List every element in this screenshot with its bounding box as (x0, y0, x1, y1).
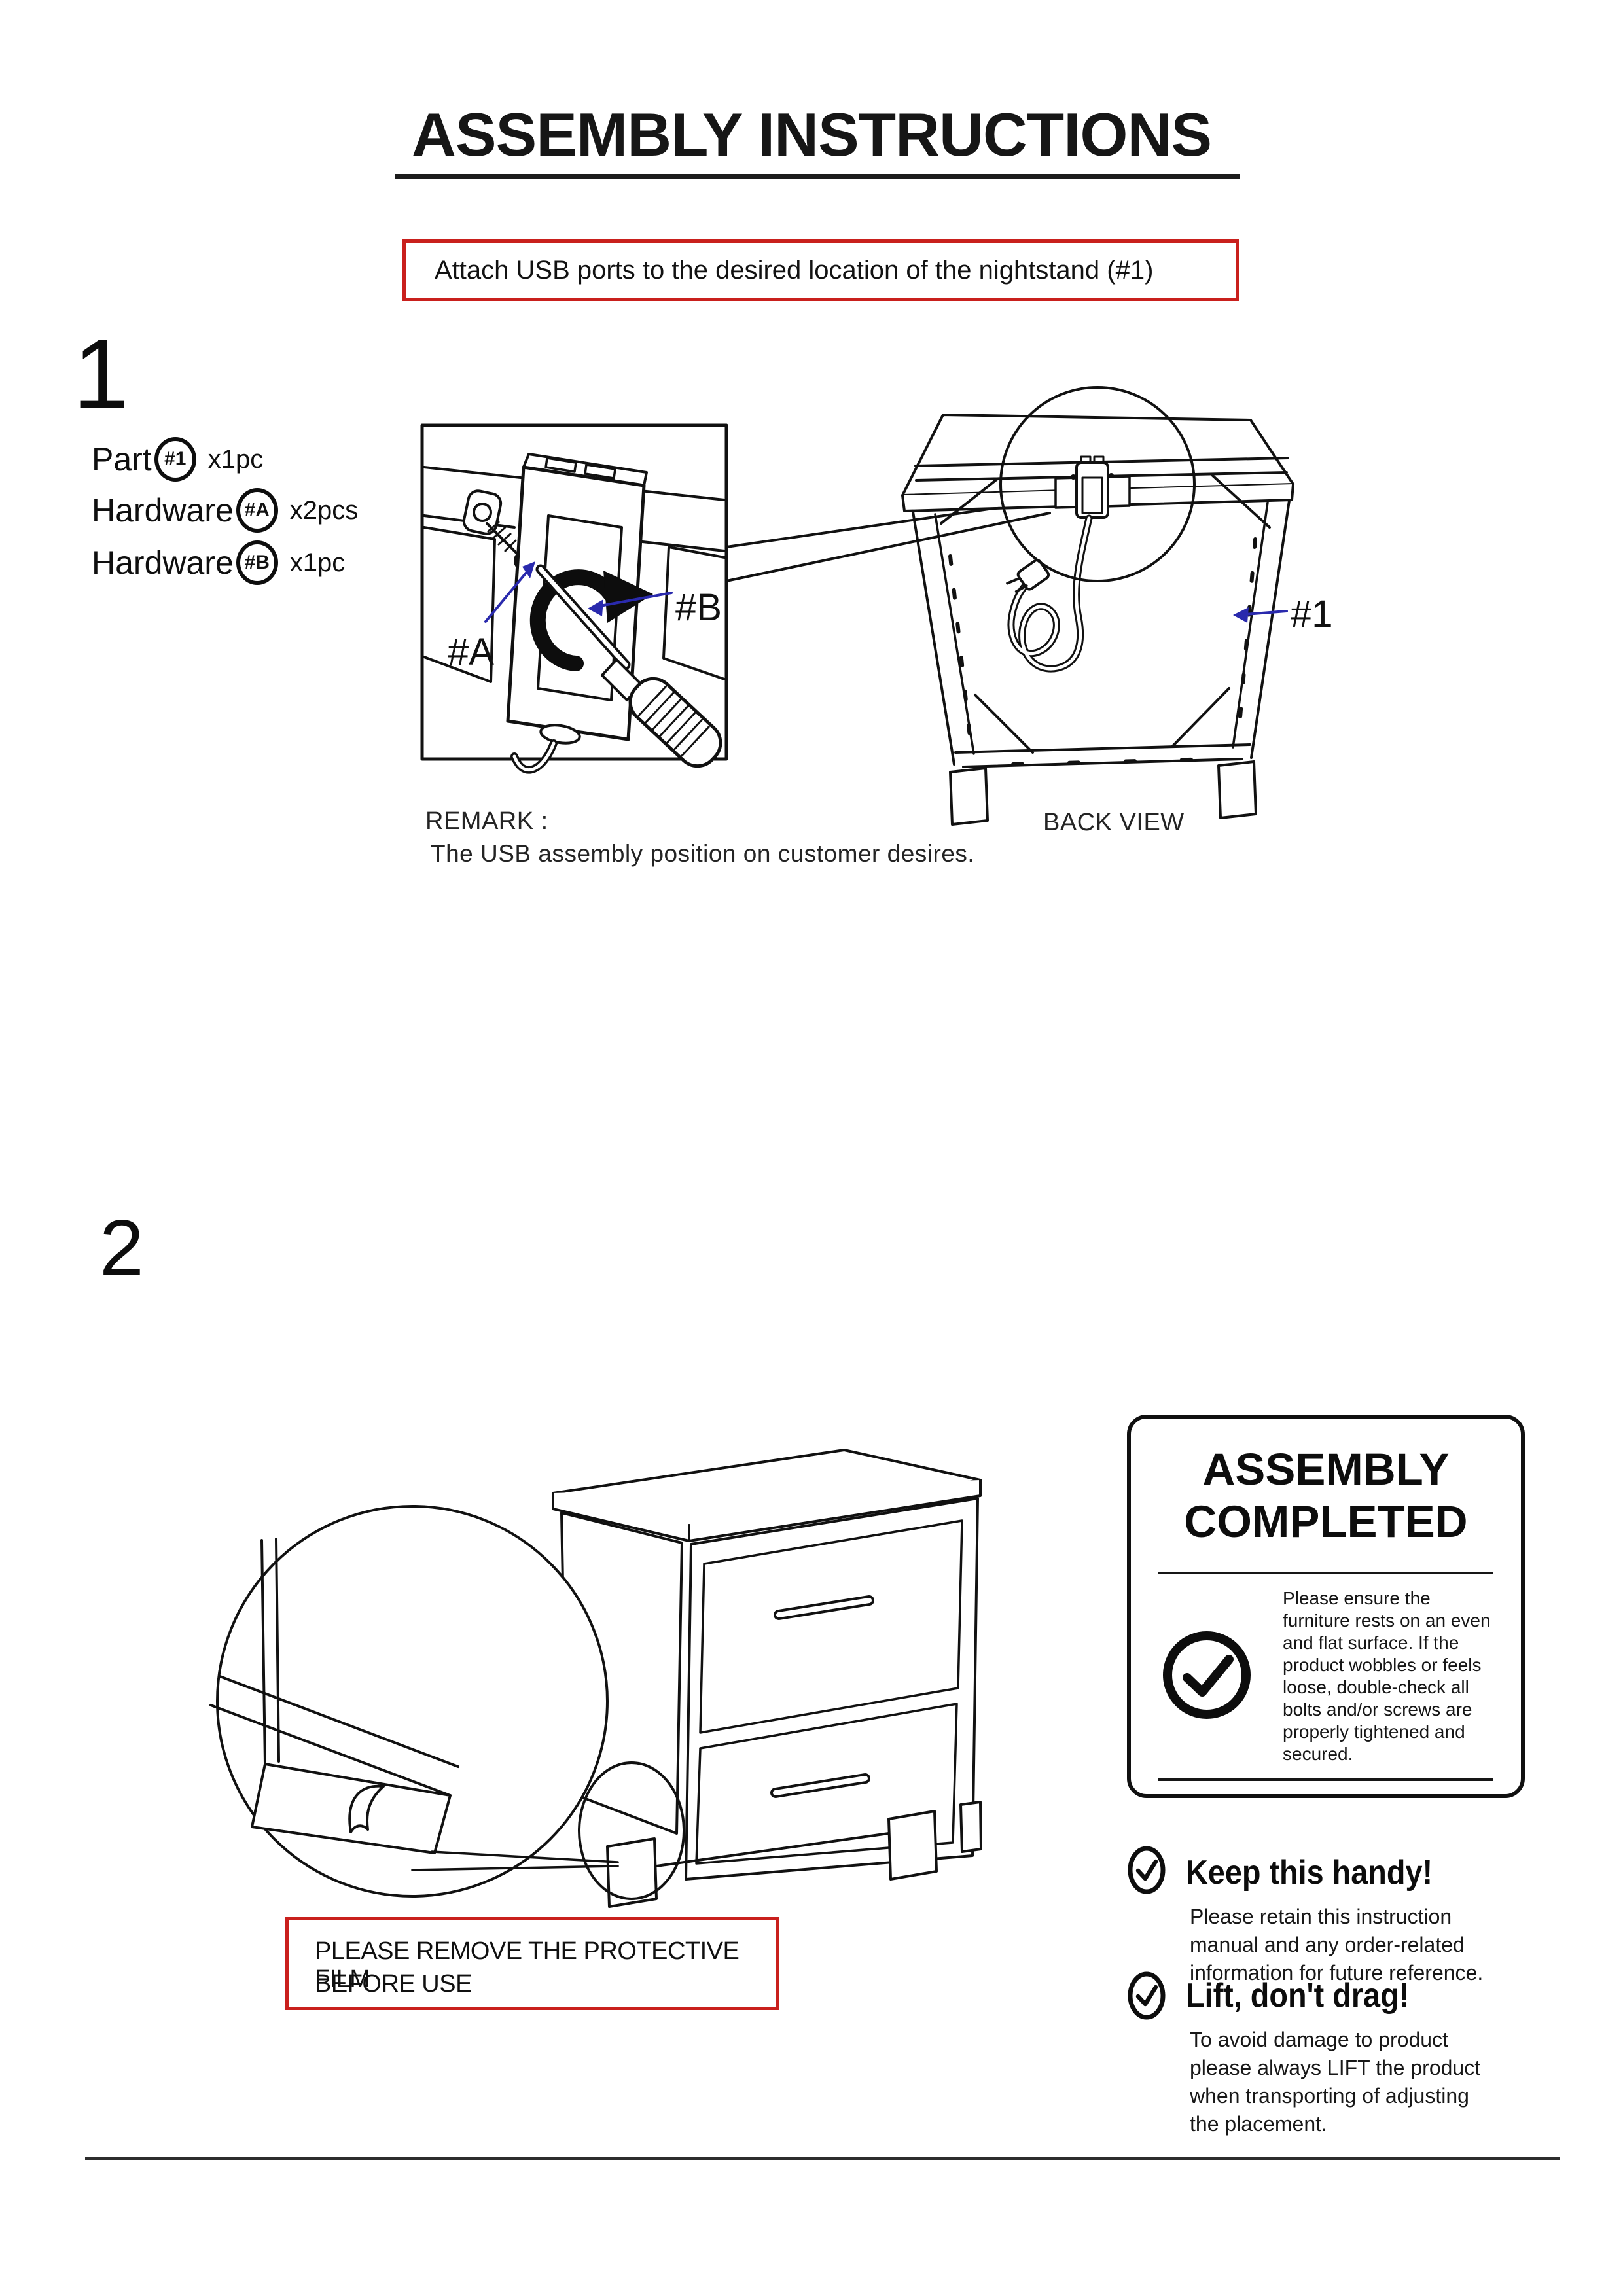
part-label: Hardware (92, 492, 234, 529)
drawer-handle (770, 1773, 870, 1798)
parts-list-row: Hardware #B x1pc (92, 540, 345, 585)
warning-line: PLEASE REMOVE THE PROTECTIVE FILM (315, 1937, 740, 1993)
remark-title: REMARK : (425, 807, 548, 835)
title-underline (395, 174, 1240, 179)
mounted-usb-unit (1054, 455, 1131, 519)
callout-line-b (592, 592, 673, 609)
divider (1158, 1778, 1493, 1781)
part-qty: x1pc (289, 548, 346, 577)
body-line: properly tightened and (1283, 1722, 1465, 1742)
parts-list-row: Hardware #A x2pcs (92, 488, 358, 533)
leader-line (431, 1850, 619, 1863)
film-curl-icon (348, 1784, 385, 1833)
nightstand-front-view (209, 1449, 982, 1908)
body-line: bolts and/or screws are (1283, 1699, 1472, 1720)
tip-body: Please retain this instruction manual an… (1190, 1903, 1483, 1987)
step-2-number: 2 (99, 1203, 144, 1292)
plug (1006, 559, 1050, 593)
page-title: ASSEMBLY INSTRUCTIONS (411, 100, 1212, 169)
body-line: furniture rests on an even (1283, 1610, 1491, 1631)
power-cable (1006, 514, 1093, 673)
footer-divider (85, 2157, 1560, 2160)
assembly-completed-card: ASSEMBLY COMPLETED Please ensure the fur… (1127, 1415, 1525, 1798)
body-line: information for future reference. (1190, 1961, 1484, 1985)
body-line: manual and any order-related (1190, 1933, 1465, 1956)
body-line: the placement. (1190, 2112, 1327, 2136)
callout-line-a (484, 567, 531, 623)
completed-body-text: Please ensure the furniture rests on an … (1283, 1587, 1512, 1765)
usb-detail-inset: #A #B (420, 423, 728, 774)
remark-body: The USB assembly position on customer de… (431, 840, 975, 867)
instruction-banner-text: Attach USB ports to the desired location… (435, 255, 1154, 285)
check-oval-icon (1128, 1971, 1166, 2020)
body-line: Please ensure the (1283, 1588, 1431, 1608)
check-circle-icon (1163, 1631, 1251, 1719)
body-line: To avoid damage to product (1190, 2028, 1448, 2051)
step1-diagram: #A #B (420, 386, 1333, 826)
body-line: please always LIFT the product (1190, 2056, 1481, 2079)
step2-diagram (209, 1449, 982, 1908)
callout-arrowhead-part1 (1233, 607, 1249, 623)
tip-body: To avoid damage to product please always… (1190, 2026, 1480, 2138)
part-badge: #B (236, 540, 278, 585)
leader-line (411, 1865, 619, 1871)
step-1-number: 1 (73, 319, 129, 430)
screwdriver (535, 564, 722, 768)
rotate-arrow-icon (529, 569, 653, 671)
parts-list-row: Part #1 x1pc (92, 437, 263, 482)
body-line: Please retain this instruction (1190, 1905, 1452, 1928)
body-line: secured. (1283, 1744, 1353, 1764)
label-hardware-b: #B (675, 586, 722, 629)
label-hardware-a: #A (448, 631, 494, 673)
usb-cable (510, 739, 558, 774)
protective-film-warning-box: PLEASE REMOVE THE PROTECTIVE FILM BEFORE… (285, 1917, 779, 2010)
part-qty: x1pc (207, 444, 264, 474)
callout-arrowhead-a (522, 561, 535, 578)
part-label: Hardware (92, 544, 234, 581)
leader-line (725, 512, 1051, 582)
divider (1158, 1572, 1493, 1574)
tip-title-keep-handy: Keep this handy! (1186, 1854, 1433, 1892)
nightstand-back-view: #1 (901, 386, 1333, 826)
part-badge: #1 (154, 437, 196, 482)
highlight-circle (999, 386, 1196, 582)
check-oval-icon (1128, 1846, 1166, 1894)
body-line: loose, double-check all (1283, 1677, 1469, 1697)
body-line: and flat surface. If the (1283, 1633, 1459, 1653)
back-view-caption: BACK VIEW (1043, 809, 1185, 836)
part-label: Part (92, 441, 152, 478)
foot-highlight-ellipse (578, 1761, 685, 1900)
label-part1: #1 (1291, 593, 1333, 635)
protective-film-detail (209, 1538, 459, 1854)
callout-arrowhead-b (588, 599, 603, 616)
part-qty: x2pcs (289, 495, 359, 525)
body-line: product wobbles or feels (1283, 1655, 1482, 1675)
instruction-banner: Attach USB ports to the desired location… (402, 239, 1239, 301)
drawer-handle (774, 1595, 874, 1620)
completed-title-line2: COMPLETED (1184, 1496, 1468, 1547)
tip-title-lift-dont-drag: Lift, don't drag! (1186, 1977, 1410, 2015)
part-badge: #A (236, 488, 278, 533)
warning-line: BEFORE USE (315, 1970, 472, 1998)
body-line: when transporting of adjusting (1190, 2084, 1469, 2108)
completed-title-line1: ASSEMBLY (1202, 1444, 1450, 1494)
